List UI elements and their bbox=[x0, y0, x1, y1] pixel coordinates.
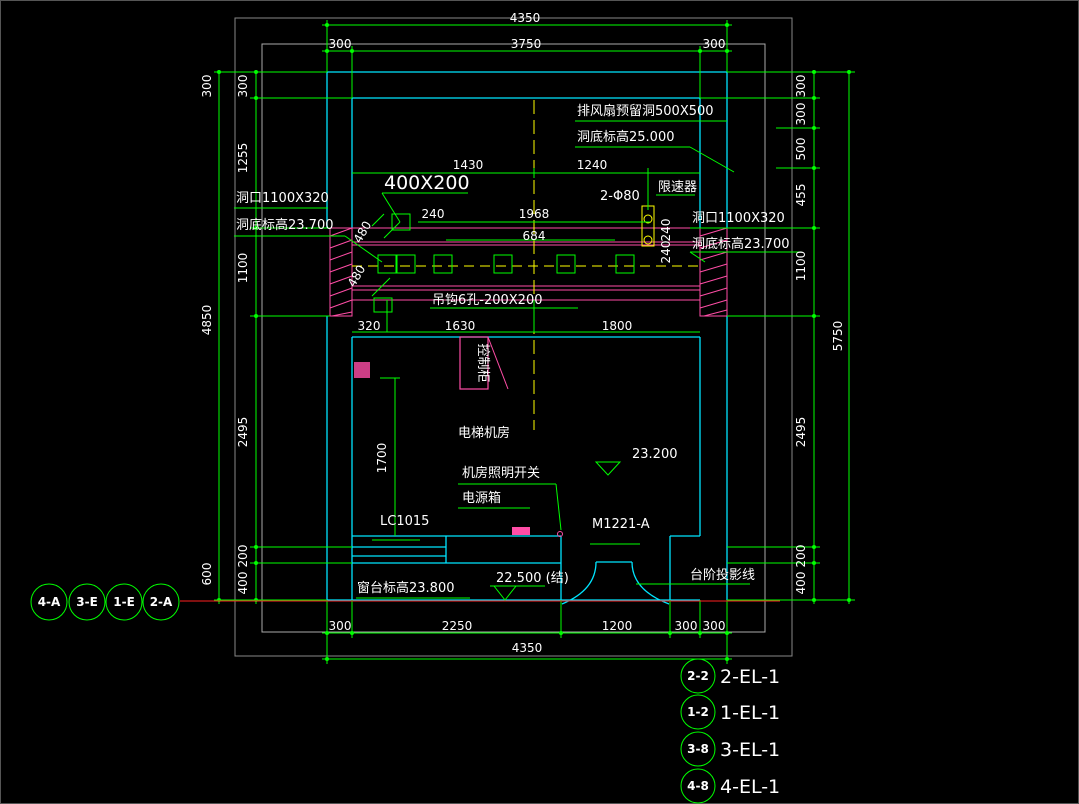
hole-right-elev-label: 洞底标高23.700 bbox=[692, 236, 790, 252]
holes-2phi-label: 2-Φ80 bbox=[600, 189, 640, 204]
door-label: M1221-A bbox=[592, 517, 650, 532]
grid-bubble-3: 1-E bbox=[113, 595, 135, 609]
dim-480a: 480 bbox=[351, 219, 375, 246]
hole-left-elev-label: 洞底标高23.700 bbox=[236, 217, 334, 233]
fan-hole-elev-label: 洞底标高25.000 bbox=[577, 129, 675, 145]
grid-bubbles: 4-A 3-E 1-E 2-A bbox=[30, 583, 180, 621]
dim-684: 684 bbox=[523, 229, 546, 243]
dim-bottom-r1: 300 bbox=[675, 619, 698, 633]
dim-right-300a: 300 bbox=[794, 75, 808, 98]
dim-top-right: 300 bbox=[703, 37, 726, 51]
dim-1700: 1700 bbox=[375, 443, 389, 474]
dim-left-300b: 300 bbox=[236, 75, 250, 98]
dim-left-200: 200 bbox=[236, 545, 250, 568]
dim-right-2495: 2495 bbox=[794, 417, 808, 448]
walls bbox=[326, 71, 728, 605]
control-cabinet: 控制柜 bbox=[459, 336, 509, 390]
dim-left-2495: 2495 bbox=[236, 417, 250, 448]
power-box-symbol bbox=[512, 527, 530, 535]
section-bubble-2: 1-2 bbox=[687, 705, 709, 719]
dim-1968: 1968 bbox=[519, 207, 550, 221]
hole-right-label: 洞口1100X320 bbox=[692, 211, 785, 226]
sill-label: 窗台标高23.800 bbox=[357, 580, 455, 596]
section-refs: 2-2 2-EL-1 1-2 1-EL-1 3-8 3-EL-1 4-8 4-E… bbox=[680, 658, 780, 804]
dim-bottom-total: 4350 bbox=[512, 641, 543, 655]
control-cabinet-label: 控制柜 bbox=[475, 343, 490, 382]
hole-400-label: 400X200 bbox=[384, 172, 470, 194]
dim-bottom-2250: 2250 bbox=[442, 619, 473, 633]
dim-right-400: 400 bbox=[794, 572, 808, 595]
dim-left-4850: 4850 bbox=[200, 305, 214, 336]
dim-right-1100: 1100 bbox=[794, 251, 808, 282]
dim-right-300b: 300 bbox=[794, 103, 808, 126]
dim-top-left: 300 bbox=[329, 37, 352, 51]
dim-240c: 240 bbox=[659, 241, 673, 264]
dim-left-600: 600 bbox=[200, 563, 214, 586]
dim-240a: 240 bbox=[422, 207, 445, 221]
room-label: 电梯机房 bbox=[458, 425, 510, 441]
dim-1430: 1430 bbox=[453, 158, 484, 172]
elev-232-label: 23.200 bbox=[632, 447, 678, 462]
section-bubble-4: 4-8 bbox=[687, 779, 709, 793]
dim-480b: 480 bbox=[345, 263, 369, 290]
hatch-left bbox=[329, 227, 353, 317]
pink-symbol bbox=[354, 362, 370, 378]
dim-left-1100: 1100 bbox=[236, 253, 250, 284]
window-label: LC1015 bbox=[380, 514, 429, 529]
dim-1800: 1800 bbox=[602, 319, 633, 333]
inner-frame bbox=[261, 43, 766, 633]
outer-frame bbox=[234, 17, 793, 657]
dim-1240: 1240 bbox=[577, 158, 608, 172]
dimension-lines bbox=[214, 20, 855, 664]
grid-bubble-4: 2-A bbox=[150, 595, 173, 609]
dim-right-5750: 5750 bbox=[831, 321, 845, 352]
elev-225-label: 22.500 (结) bbox=[496, 571, 569, 586]
dim-bottom-r2: 300 bbox=[703, 619, 726, 633]
dim-left-300a: 300 bbox=[200, 75, 214, 98]
dim-top-total: 4350 bbox=[510, 11, 541, 25]
dim-left-1255: 1255 bbox=[236, 143, 250, 174]
dim-1630: 1630 bbox=[445, 319, 476, 333]
hole-left-label: 洞口1100X320 bbox=[236, 191, 329, 206]
grid-bubble-2: 3-E bbox=[76, 595, 98, 609]
section-bubble-1: 2-2 bbox=[687, 669, 709, 683]
dim-320: 320 bbox=[358, 319, 381, 333]
power-box-label: 电源箱 bbox=[462, 490, 501, 506]
section-ref-4: 4-EL-1 bbox=[720, 776, 780, 798]
dim-bottom-left: 300 bbox=[329, 619, 352, 633]
light-switch-label: 机房照明开关 bbox=[462, 465, 540, 481]
dim-left-400: 400 bbox=[236, 572, 250, 595]
dim-right-455: 455 bbox=[794, 184, 808, 207]
step-line-label: 台阶投影线 bbox=[690, 567, 755, 583]
dim-bottom-1200: 1200 bbox=[602, 619, 633, 633]
section-ref-1: 2-EL-1 bbox=[720, 666, 780, 688]
limiter-label: 限速器 bbox=[658, 180, 697, 195]
dim-240b: 240 bbox=[659, 219, 673, 242]
axes bbox=[352, 100, 700, 430]
hook-squares bbox=[371, 213, 635, 313]
grid-bubble-1: 4-A bbox=[38, 595, 61, 609]
dim-top-mid: 3750 bbox=[511, 37, 542, 51]
switch-symbol bbox=[557, 531, 563, 537]
hook-label: 吊钩6孔-200X200 bbox=[432, 293, 543, 308]
dim-right-500: 500 bbox=[794, 138, 808, 161]
section-ref-2: 1-EL-1 bbox=[720, 702, 780, 724]
section-bubble-3: 3-8 bbox=[687, 742, 709, 756]
fan-hole-label: 排风扇预留洞500X500 bbox=[577, 103, 714, 119]
section-ref-3: 3-EL-1 bbox=[720, 739, 780, 761]
dim-right-200: 200 bbox=[794, 545, 808, 568]
